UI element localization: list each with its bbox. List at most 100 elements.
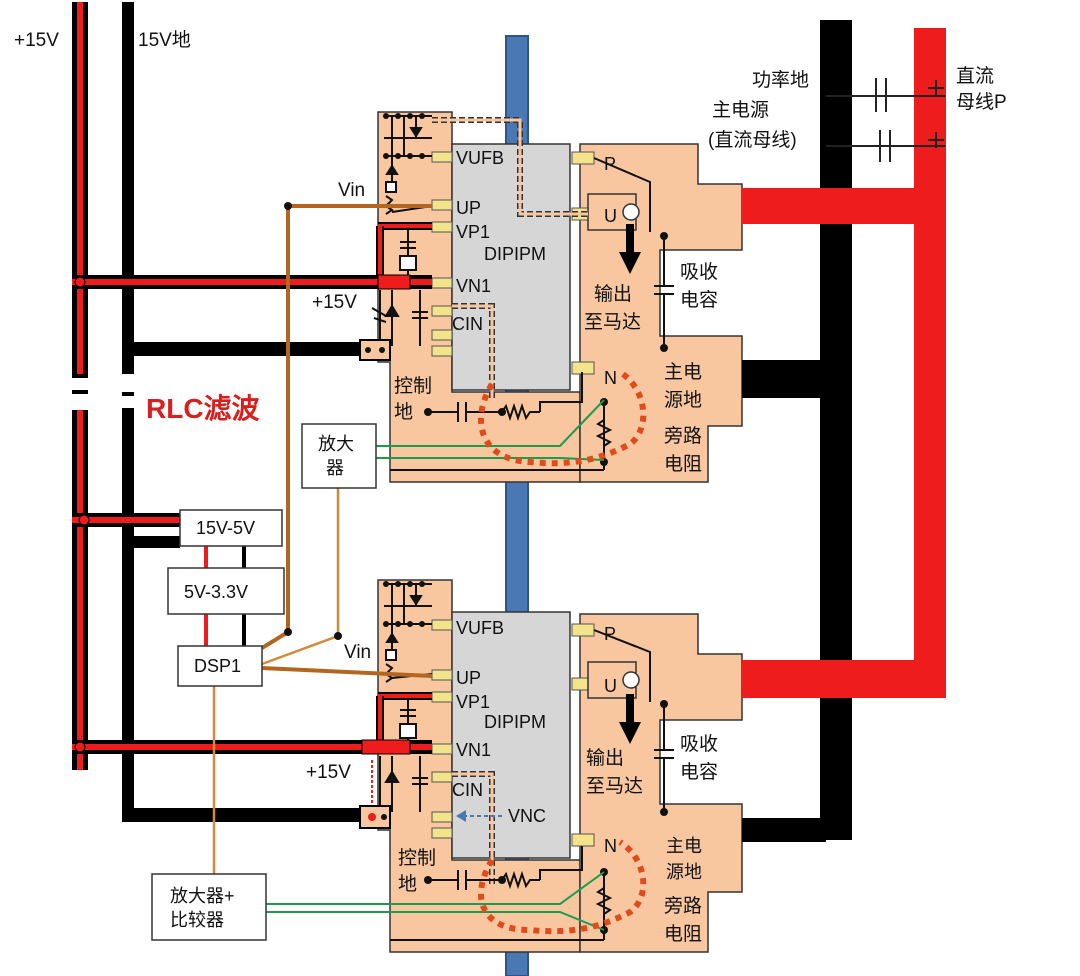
module-top-pin-vn1 [431,277,453,289]
m2-mainground-label-line2: 源地 [666,862,702,882]
m2-ctrlground-label-line2: 地 [398,873,417,895]
m1-mainground-label-line1: 主电 [664,361,702,383]
module-bottom-output-arrow-icon [619,694,641,744]
module-bottom-15v-parts [379,756,428,812]
module-top-u-hole [622,203,640,221]
ground-rail-label: 15V地 [138,29,191,51]
module-top-pin-vp1 [431,221,453,233]
m1-pin-vufb: VUFB [456,148,504,168]
module-bottom-snubber-cap [654,704,674,812]
m2-p-label: P [604,624,616,644]
m2-output-label-line2: 至马达 [586,775,643,797]
main-power-label: 主电源 [712,99,769,121]
plus15-rail-upper-core [77,2,83,374]
plus15-rail-label: +15V [14,30,59,51]
m1-u-label: U [604,206,617,226]
module-bottom [72,579,946,953]
m1-vin-label: Vin [338,180,365,201]
module-top-pin-up [431,199,453,211]
module-top-ground-feed [122,342,378,356]
m1-snubber-label-line1: 吸收 [680,261,718,283]
m2-mainground-label-line1: 主电 [666,836,702,856]
rlc-filter-label: RLC滤波 [146,393,261,424]
module-bottom-pin-cin [431,771,453,783]
converter-5v-33v-label: 5V-3.3V [184,582,248,602]
bus-p-label-line2: 母线P [956,91,1007,113]
module-top-pin-b [431,345,453,357]
m2-pin-vp1: VP1 [456,692,490,712]
module-bottom-pin-b [431,827,453,839]
m1-shunt-label-line1: 旁路 [664,425,702,447]
module-bottom-p-trace [742,660,946,698]
module-top-pin-a [431,329,453,341]
m1-p-label: P [604,154,616,174]
m2-plus15-label: +15V [306,762,351,783]
module-top-chip [451,143,571,391]
module-bottom-ground-feed [122,808,378,822]
converter-15v-5v-block [179,509,283,547]
m1-snubber-label-line2: 电容 [680,289,718,311]
m2-ctrlground-label-line1: 控制 [398,847,436,869]
m2-pin-vn1: VN1 [456,740,491,760]
m2-pin-cin: CIN [452,780,483,800]
module-bottom-pin-a [431,811,453,823]
m1-output-label-line2: 至马达 [584,311,641,333]
module-top-p-trace [742,188,946,224]
vin-traces [260,204,433,678]
m2-shunt-label-line2: 电阻 [664,923,702,945]
module-top-15v-parts [371,290,428,346]
m2-shunt-label-line1: 旁路 [664,895,702,917]
m2-snubber-label-line1: 吸收 [680,733,718,755]
rlc-break-marks [70,378,136,408]
module-bottom-pin-n [571,833,595,847]
module-bottom-pin-up [431,669,453,681]
amplifier-label-line2: 器 [326,458,344,478]
module-top-pin-vufb [431,151,453,163]
module-top-current-loop [477,369,647,467]
m1-output-label-line1: 输出 [594,283,632,305]
m1-pin-vp1: VP1 [456,222,490,242]
module-bottom-pin-p [571,623,595,637]
bus-capacitors [826,78,946,162]
conv-feed-black [122,536,180,548]
power-ground-bus [820,20,852,840]
amp-comparator-label-line1: 放大器+ [170,886,235,906]
ground-rail-lower [122,410,134,822]
module-bottom-chip [451,611,571,859]
dsp-block [177,645,263,687]
m1-chip-label: DIPIPM [484,244,546,264]
module-top [72,111,946,483]
rlc-break-ticks [72,374,134,410]
m2-pin-vufb: VUFB [456,618,504,638]
converter-15v-5v-label: 15V-5V [196,518,255,538]
module-bottom-vp1-caps [399,700,417,748]
module-bottom-sense-lines [266,871,605,931]
m2-u-label: U [604,676,617,696]
m1-pin-cin: CIN [452,314,483,334]
dsp-label: DSP1 [194,656,241,676]
amplifier-label-line1: 放大 [318,434,354,454]
m1-shunt-label-line2: 电阻 [664,453,702,475]
m2-n-label: N [604,836,617,856]
module-top-snubber-cap [654,236,674,348]
module-top-pin-cin [431,305,453,317]
amp-comparator-block [151,873,267,941]
module-bottom-ctrl-ground-parts [390,846,613,941]
m1-pin-vn1: VN1 [456,276,491,296]
module-top-n-trace [742,360,826,398]
module-bottom-pin-vn1 [431,743,453,755]
module-bottom-vnc-arrow-icon [456,810,502,822]
power-ground-label: 功率地 [752,69,809,91]
converter-links [204,546,246,646]
m2-snubber-label-line2: 电容 [680,761,718,783]
module-top-output-arrow-icon [619,224,641,274]
converter-5v-33v-block [167,567,285,615]
dc-bus-p [914,28,946,698]
module-bottom-pin-vp1 [431,691,453,703]
plus15-rail-lower-core [77,410,83,770]
amplifier-block [301,423,377,489]
module-bottom-current-loop [477,839,647,935]
main-power-note-label: (直流母线) [708,129,797,151]
module-top-vp1-caps [399,230,417,282]
